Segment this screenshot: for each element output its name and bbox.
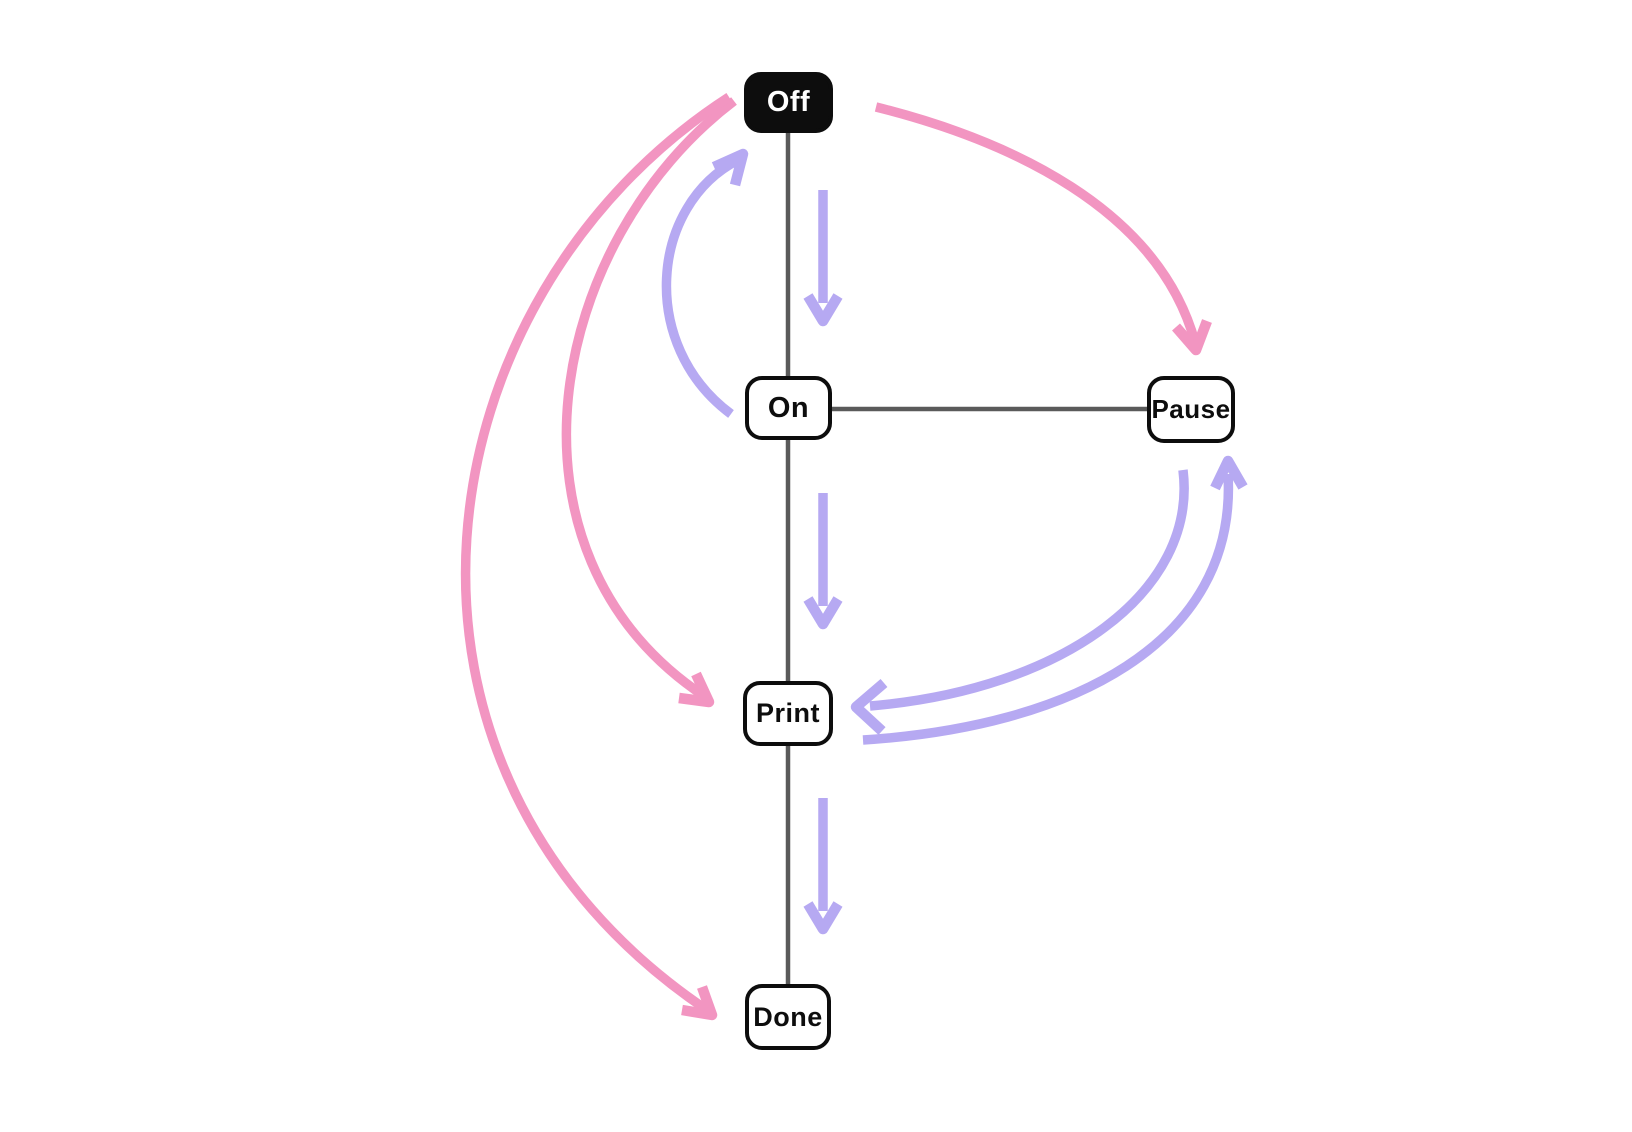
arrowhead-pause-to-print	[850, 679, 888, 735]
state-node-print: Print	[743, 681, 833, 746]
arrowhead-on-to-off	[711, 148, 749, 187]
arrowhead-print-to-done	[803, 901, 843, 935]
state-label-done: Done	[753, 1001, 823, 1032]
arrowhead-on-to-print	[803, 596, 843, 630]
state-label-print: Print	[755, 698, 820, 728]
arrowhead-off-to-on	[803, 293, 843, 327]
arrowhead-print-to-pause	[1210, 455, 1248, 491]
edge-pause-to-print	[869, 469, 1189, 711]
state-node-on: On	[745, 376, 832, 440]
edge-on-to-off	[661, 155, 741, 418]
state-label-pause: Pause	[1151, 394, 1231, 424]
arrowhead-off-to-done	[681, 985, 718, 1021]
edge-off-to-pause	[874, 102, 1200, 344]
state-label-off: Off	[766, 86, 811, 118]
state-node-done: Done	[745, 984, 831, 1050]
edge-print-to-pause	[862, 473, 1234, 745]
arrowhead-off-to-pause	[1172, 319, 1212, 356]
state-node-pause: Pause	[1147, 376, 1235, 443]
edge-off-to-print	[561, 97, 737, 700]
edge-off-to-done	[460, 93, 732, 1014]
state-label-on: On	[767, 391, 810, 424]
state-node-off: Off	[744, 72, 833, 133]
arrowhead-off-to-print	[678, 671, 715, 708]
